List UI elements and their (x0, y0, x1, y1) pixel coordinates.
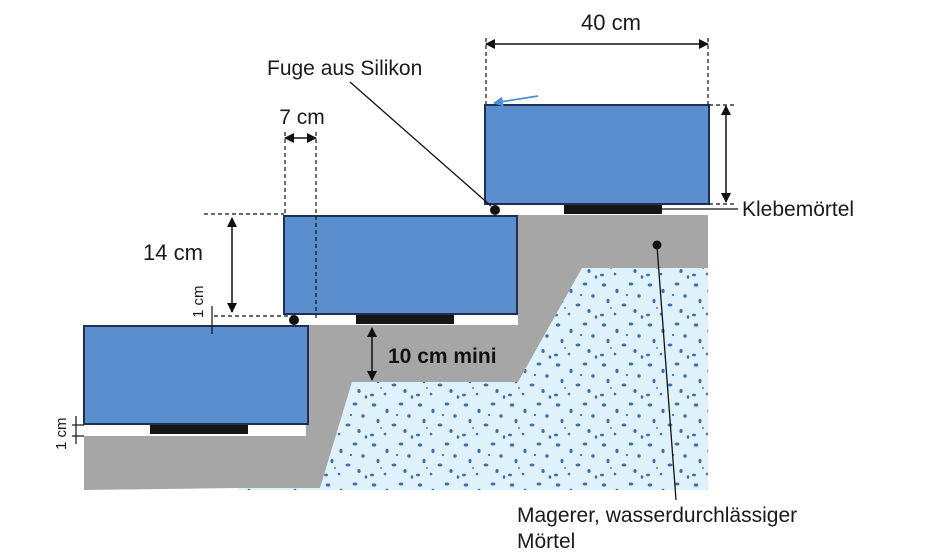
stone-step-middle (283, 215, 518, 315)
stone-step-lower (83, 325, 309, 425)
stone-step-upper (484, 104, 710, 205)
label-height-14cm: 14 cm (143, 240, 203, 265)
label-width-40cm: 40 cm (581, 10, 641, 35)
blue-pointer-arrow (493, 95, 539, 107)
silicone-joint-dot-upper (490, 205, 500, 215)
leader-line-magerer-moertel (656, 245, 677, 501)
adhesive-pad-upper (564, 204, 662, 214)
adhesive-pad-middle (356, 314, 454, 324)
label-magerer-line2: Mörtel (517, 530, 575, 553)
label-joint-1cm-upper: 1 cm (190, 285, 207, 318)
label-10cm-mini: 10 cm mini (388, 345, 497, 368)
mortar-marker-dot (652, 240, 662, 250)
label-fuge-aus-silikon: Fuge aus Silikon (267, 57, 422, 80)
draining-mortar-area (238, 268, 708, 490)
label-klebemoertel: Klebemörtel (742, 198, 854, 221)
silicone-joint-dot-lower (289, 315, 299, 325)
leader-line-fuge (349, 81, 492, 207)
label-magerer-line1: Magerer, wasserdurchlässiger (517, 504, 797, 527)
label-joint-1cm-lower: 1 cm (53, 417, 70, 450)
adhesive-pad-lower (150, 424, 248, 434)
label-depth-7cm: 7 cm (279, 106, 325, 129)
bedding-mortar-layer (84, 215, 708, 490)
